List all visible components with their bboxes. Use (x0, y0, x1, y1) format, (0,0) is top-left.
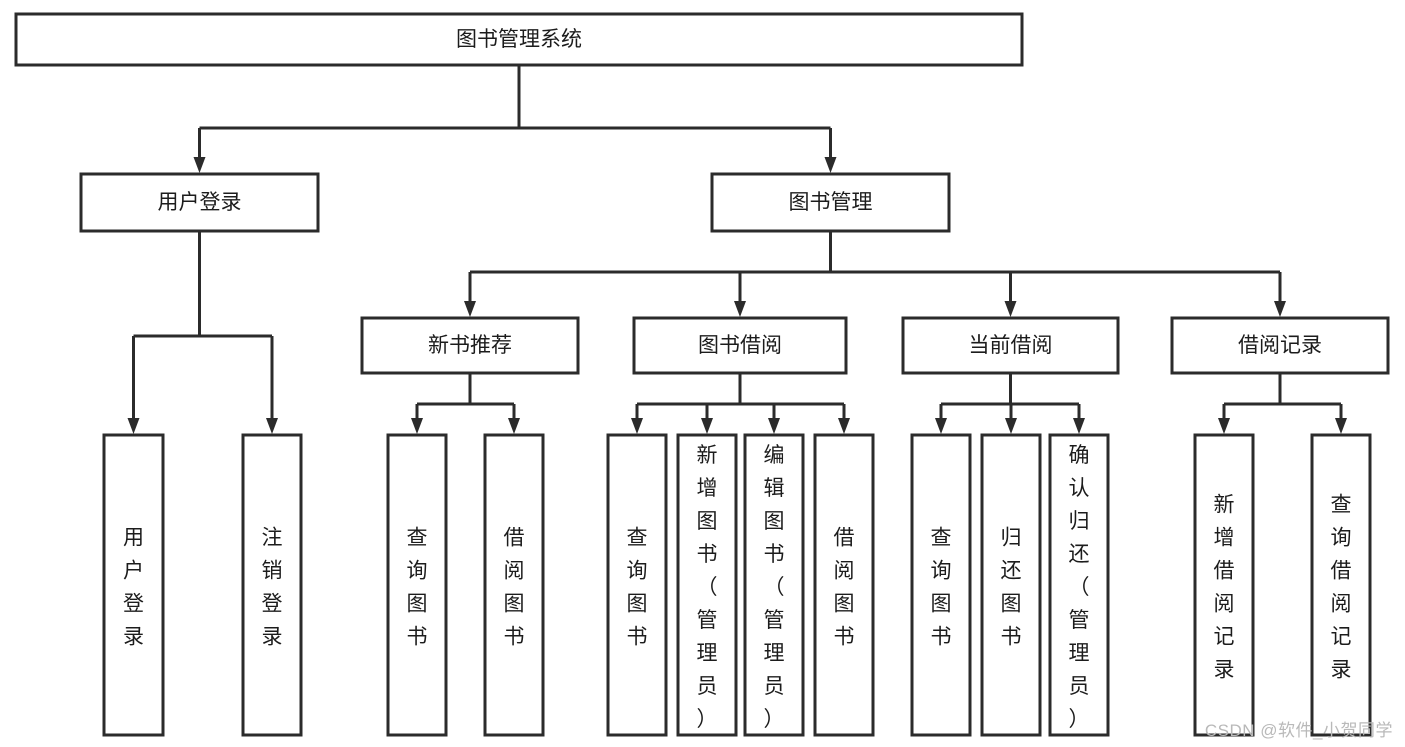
node-box-leaf-borrow-book-1 (483, 433, 545, 737)
arrowhead-bookmgmt (824, 157, 837, 173)
node-leaf-edit-book[interactable]: 编辑图书（管理员） (743, 433, 805, 737)
node-current[interactable]: 当前借阅 (901, 316, 1120, 375)
node-box-leaf-add-book (676, 433, 738, 737)
node-box-borrow (632, 316, 848, 375)
arrowhead-leaf-user-login (127, 418, 140, 434)
node-label-leaf-user-login: 用户登录 (123, 527, 144, 649)
node-label-leaf-add-book: 新增图书（管理员） (697, 444, 718, 731)
node-label-leaf-edit-book: 编辑图书（管理员） (764, 444, 785, 731)
node-records[interactable]: 借阅记录 (1170, 316, 1390, 375)
node-leaf-query-record[interactable]: 查询借阅记录 (1310, 433, 1372, 737)
edges-layer (127, 65, 1347, 434)
arrowhead-leaf-return-book (1005, 418, 1017, 434)
node-box-bookmgmt (710, 172, 951, 233)
arrowhead-records (1274, 301, 1286, 317)
node-label-leaf-add-record: 新增借阅记录 (1214, 494, 1235, 682)
node-label-leaf-query-book-1: 查询图书 (407, 527, 428, 649)
node-borrow[interactable]: 图书借阅 (632, 316, 848, 375)
node-leaf-logout[interactable]: 注销登录 (241, 433, 303, 737)
node-label-newrec: 新书推荐 (428, 334, 512, 357)
node-box-records (1170, 316, 1390, 375)
node-leaf-query-book-1[interactable]: 查询图书 (386, 433, 448, 737)
node-box-leaf-add-record (1193, 433, 1255, 737)
arrowhead-leaf-borrow-book-1 (508, 418, 520, 434)
node-label-leaf-confirm-return: 确认归还（管理员） (1069, 444, 1090, 731)
node-box-leaf-logout (241, 433, 303, 737)
node-box-root (14, 12, 1024, 67)
node-label-leaf-borrow-book-1: 借阅图书 (504, 527, 525, 649)
node-label-leaf-query-book-3: 查询图书 (931, 527, 952, 649)
node-label-leaf-borrow-book-2: 借阅图书 (834, 527, 855, 649)
node-newrec[interactable]: 新书推荐 (360, 316, 580, 375)
node-leaf-add-book[interactable]: 新增图书（管理员） (676, 433, 738, 737)
node-label-records: 借阅记录 (1238, 334, 1322, 357)
node-leaf-query-book-3[interactable]: 查询图书 (910, 433, 972, 737)
arrowhead-borrow (734, 301, 746, 317)
arrowhead-leaf-confirm-return (1073, 418, 1085, 434)
arrowhead-leaf-query-record (1335, 418, 1347, 434)
node-box-leaf-user-login (102, 433, 165, 737)
node-box-current (901, 316, 1120, 375)
node-box-leaf-borrow-book-2 (813, 433, 875, 737)
node-leaf-borrow-book-1[interactable]: 借阅图书 (483, 433, 545, 737)
node-box-newrec (360, 316, 580, 375)
node-label-leaf-query-book-2: 查询图书 (627, 527, 648, 649)
node-label-login: 用户登录 (158, 191, 242, 214)
node-box-login (79, 172, 320, 233)
node-leaf-user-login[interactable]: 用户登录 (102, 433, 165, 737)
node-leaf-query-book-2[interactable]: 查询图书 (606, 433, 668, 737)
arrowhead-login (193, 157, 206, 173)
nodes-layer: 图书管理系统用户登录图书管理新书推荐图书借阅当前借阅借阅记录用户登录注销登录查询… (14, 12, 1390, 737)
arrowhead-leaf-add-record (1218, 418, 1230, 434)
arrowhead-leaf-query-book-1 (411, 418, 423, 434)
node-box-leaf-return-book (980, 433, 1042, 737)
node-leaf-borrow-book-2[interactable]: 借阅图书 (813, 433, 875, 737)
node-box-leaf-query-record (1310, 433, 1372, 737)
arrowhead-leaf-add-book (701, 418, 713, 434)
node-leaf-add-record[interactable]: 新增借阅记录 (1193, 433, 1255, 737)
arrowhead-current (1004, 301, 1017, 317)
arrowhead-leaf-logout (266, 418, 278, 434)
node-label-bookmgmt: 图书管理 (789, 191, 873, 214)
node-bookmgmt[interactable]: 图书管理 (710, 172, 951, 233)
arrowhead-leaf-query-book-3 (935, 418, 947, 434)
node-label-current: 当前借阅 (969, 334, 1053, 357)
node-box-leaf-edit-book (743, 433, 805, 737)
node-box-leaf-confirm-return (1048, 433, 1110, 737)
node-label-root: 图书管理系统 (456, 28, 582, 51)
node-root[interactable]: 图书管理系统 (14, 12, 1024, 67)
node-box-leaf-query-book-1 (386, 433, 448, 737)
arrowhead-leaf-borrow-book-2 (838, 418, 850, 434)
node-box-leaf-query-book-3 (910, 433, 972, 737)
node-box-leaf-query-book-2 (606, 433, 668, 737)
node-label-leaf-query-record: 查询借阅记录 (1331, 494, 1352, 682)
node-leaf-confirm-return[interactable]: 确认归还（管理员） (1048, 433, 1110, 737)
arrowhead-leaf-edit-book (768, 418, 780, 434)
node-leaf-return-book[interactable]: 归还图书 (980, 433, 1042, 737)
node-login[interactable]: 用户登录 (79, 172, 320, 233)
node-label-borrow: 图书借阅 (698, 334, 782, 357)
node-label-leaf-return-book: 归还图书 (1001, 527, 1022, 649)
arrowhead-newrec (464, 301, 476, 317)
node-label-leaf-logout: 注销登录 (262, 527, 283, 649)
arrowhead-leaf-query-book-2 (631, 418, 643, 434)
